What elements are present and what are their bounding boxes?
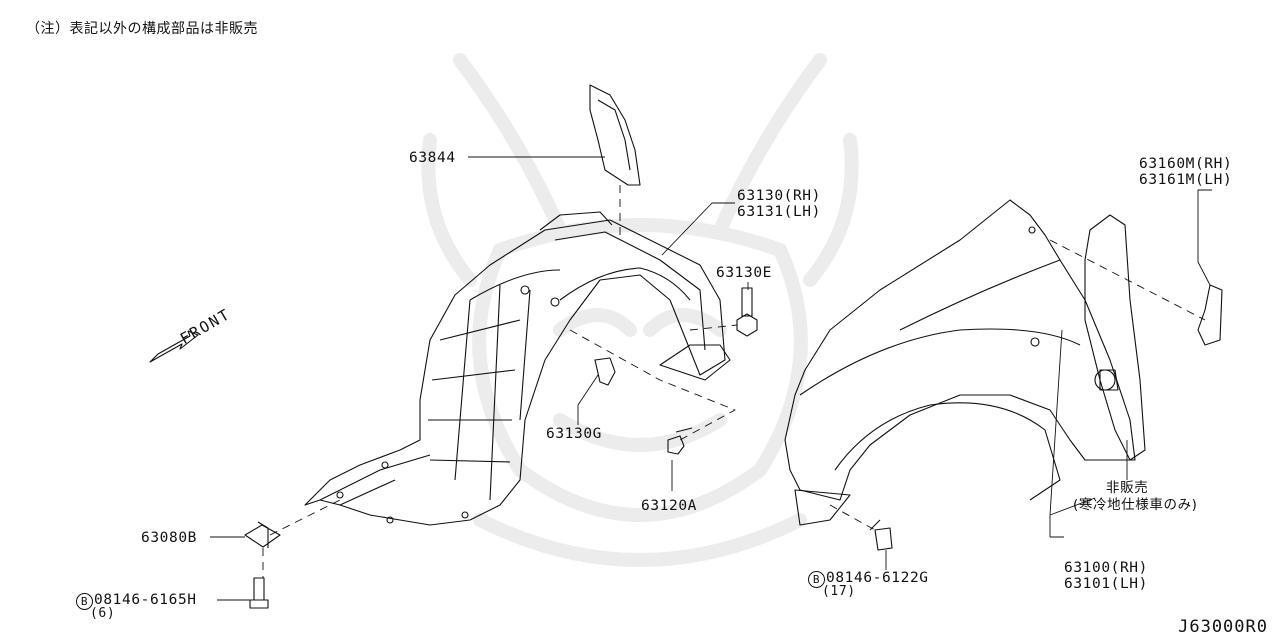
front-fender-drawing xyxy=(784,199,1136,526)
dashed-guides xyxy=(262,185,1206,578)
bolt-6122-qty: (17) xyxy=(822,584,856,599)
part-label-63120a[interactable]: 63120A xyxy=(641,498,697,514)
bolt-6165 xyxy=(249,577,269,609)
part-label-63100-rh[interactable]: 63100(RH) xyxy=(1064,560,1148,576)
front-arrow xyxy=(149,330,199,363)
fender-liner-drawing xyxy=(304,211,731,526)
fender-bracket-drawing xyxy=(1084,214,1146,461)
clip-63130g xyxy=(594,357,616,386)
not-sold-label: 非販売 xyxy=(1106,480,1149,496)
leader-lines xyxy=(210,156,1212,601)
part-label-63844[interactable]: 63844 xyxy=(409,150,456,166)
part-label-63101-lh[interactable]: 63101(LH) xyxy=(1064,576,1148,592)
splash-shield-drawing xyxy=(589,84,641,186)
note-text: （注）表記以外の構成部品は非販売 xyxy=(26,21,258,37)
mud-guard-drawing xyxy=(1197,284,1223,346)
watermark-logo xyxy=(421,53,859,567)
bolt-6122-number: 08146-6122G xyxy=(826,570,929,586)
screw-63120a xyxy=(667,427,693,455)
part-label-63130-rh[interactable]: 63130(RH) xyxy=(737,188,821,204)
bolt-6165-qty: (6) xyxy=(90,606,116,621)
part-label-63160m-rh[interactable]: 63160M(RH) xyxy=(1139,156,1233,172)
clip-63130e xyxy=(736,287,758,337)
part-label-63131-lh[interactable]: 63131(LH) xyxy=(737,204,821,220)
drawing-number: J63000R0 xyxy=(1178,617,1268,637)
b-circle-mark: B xyxy=(808,571,825,588)
nut-63080b xyxy=(244,521,281,548)
cold-spec-label: (寒冷地仕様車のみ) xyxy=(1073,497,1198,513)
fender-bracket-hole xyxy=(1094,369,1116,391)
b-circle-mark: B xyxy=(76,593,93,610)
part-label-63130e[interactable]: 63130E xyxy=(716,265,772,281)
bolt-6165-number: 08146-6165H xyxy=(94,592,197,608)
part-label-63080b[interactable]: 63080B xyxy=(141,530,197,546)
bolt-6122 xyxy=(869,519,893,551)
part-label-63130g[interactable]: 63130G xyxy=(546,426,602,442)
part-label-63161m-lh[interactable]: 63161M(LH) xyxy=(1139,172,1233,188)
